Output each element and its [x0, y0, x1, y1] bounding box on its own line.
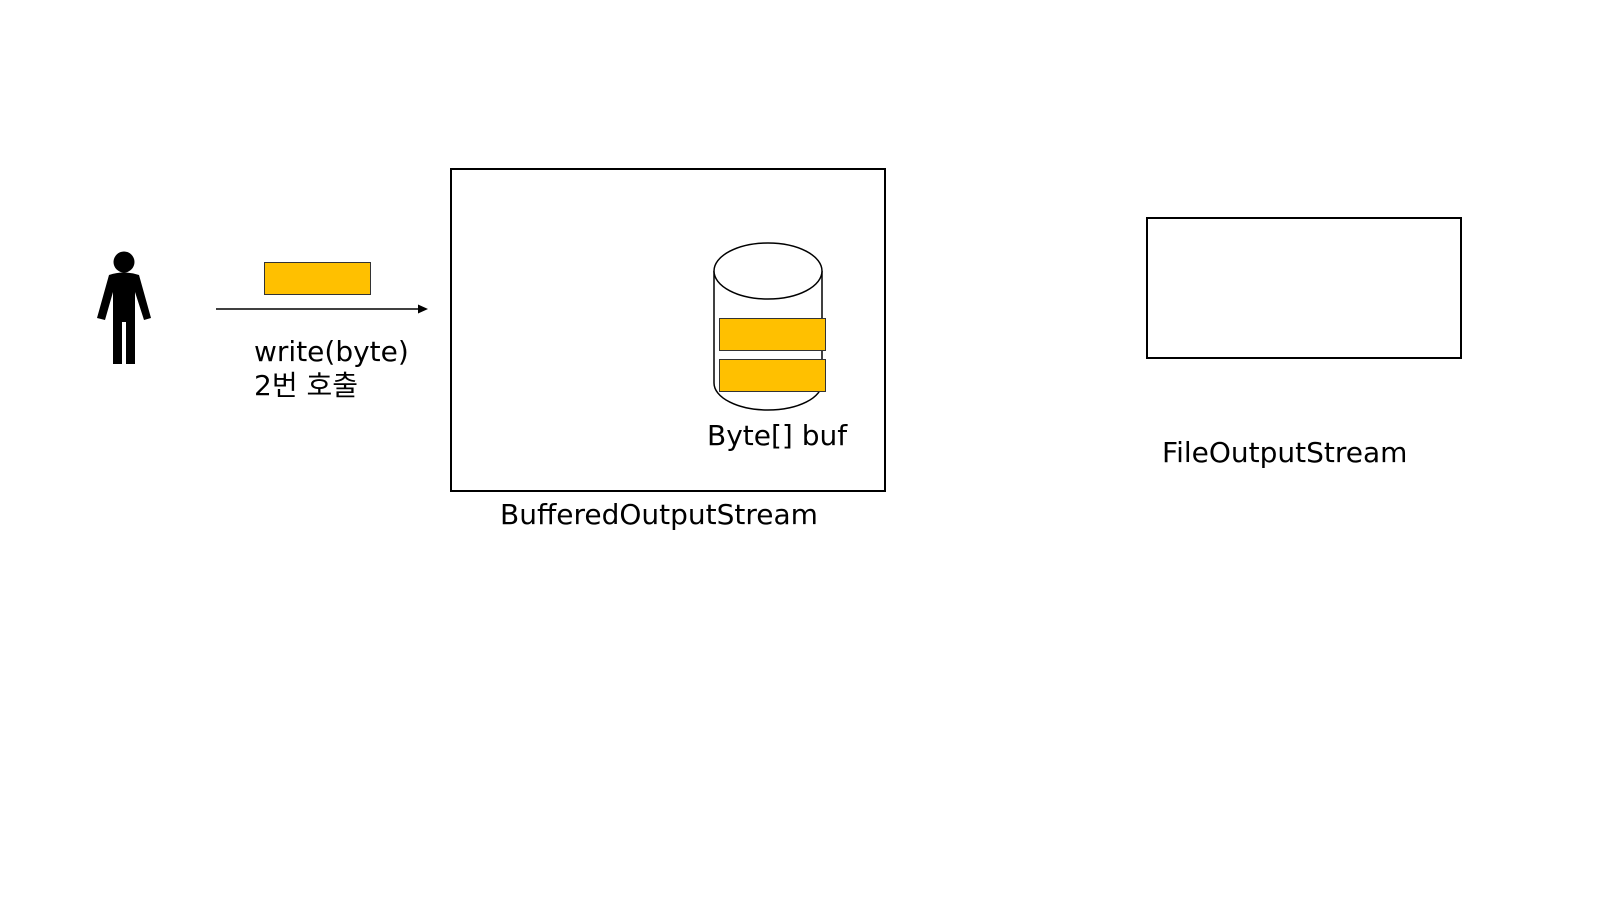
buffer-label: Byte[] buf — [707, 419, 848, 452]
file-output-stream-box — [1146, 217, 1462, 359]
buffered-output-stream-label: BufferedOutputStream — [500, 498, 818, 531]
call-label-line1: write(byte) — [254, 335, 409, 368]
buffered-output-stream-box — [450, 168, 886, 492]
arrow-right-icon — [216, 304, 428, 314]
incoming-byte-block — [264, 262, 371, 295]
call-label-line2: 2번 호출 — [254, 369, 358, 402]
buffered-byte-block-2 — [719, 359, 826, 392]
file-output-stream-label: FileOutputStream — [1162, 436, 1408, 469]
buffered-byte-block-1 — [719, 318, 826, 351]
person-icon — [97, 251, 151, 364]
